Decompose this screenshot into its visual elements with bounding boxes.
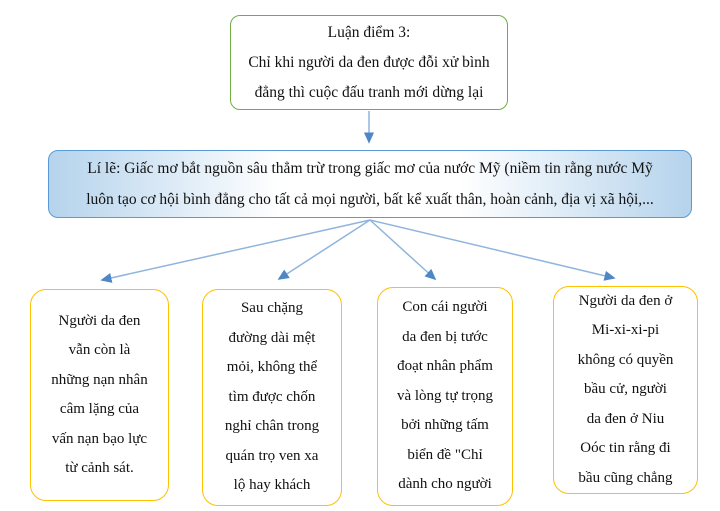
- evidence-text-3: Con cái người da đen bị tước đoạt nhân p…: [396, 299, 494, 493]
- arrow-middle-to-box4: [369, 219, 616, 281]
- arrow-middle-to-box1: [100, 219, 371, 283]
- argument-text: Lí lẽ: Giấc mơ bắt nguồn sâu thẳm trừ tr…: [86, 160, 654, 208]
- argument-box: Lí lẽ: Giấc mơ bắt nguồn sâu thẳm trừ tr…: [48, 150, 692, 218]
- evidence-box-2: Sau chặng đường dài mệt mỏi, không thể t…: [202, 289, 342, 506]
- main-point-text: Luận điểm 3: Chỉ khi người da đen được đ…: [248, 23, 490, 101]
- evidence-text-4: Người da đen ở Mi-xi-xi-pi không có quyề…: [577, 292, 674, 486]
- main-point-box: Luận điểm 3: Chỉ khi người da đen được đ…: [230, 15, 508, 110]
- evidence-text-1: Người da đen vẫn còn là những nạn nhân c…: [51, 312, 148, 477]
- evidence-box-1: Người da đen vẫn còn là những nạn nhân c…: [30, 289, 169, 501]
- arrow-middle-to-box3: [369, 219, 437, 281]
- arrow-middle-to-box2: [277, 219, 371, 280]
- evidence-text-2: Sau chặng đường dài mệt mỏi, không thể t…: [224, 300, 320, 494]
- evidence-box-3: Con cái người da đen bị tước đoạt nhân p…: [377, 287, 513, 506]
- evidence-box-4: Người da đen ở Mi-xi-xi-pi không có quyề…: [553, 286, 698, 494]
